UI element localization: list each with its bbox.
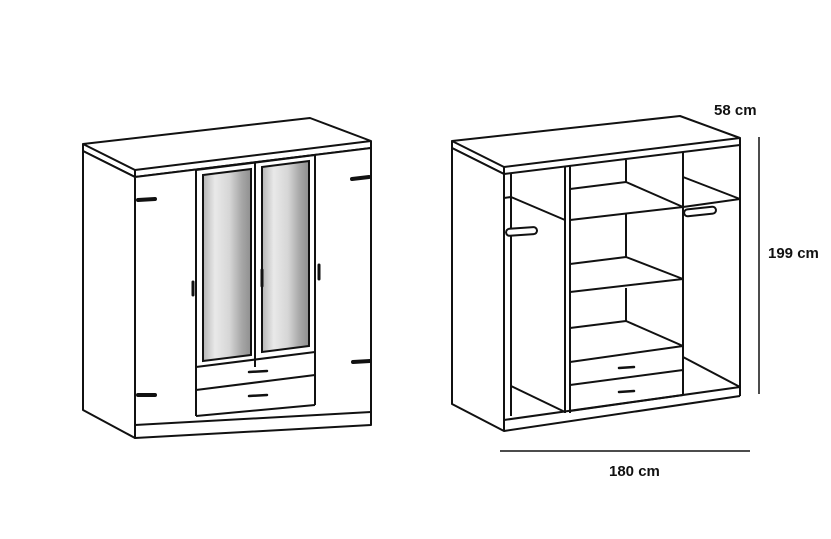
hinge-icon bbox=[350, 175, 371, 181]
drawer-handle-icon bbox=[617, 389, 636, 394]
drawer-handle-icon bbox=[247, 369, 269, 374]
hinge-icon bbox=[351, 359, 372, 364]
drawer-handle-icon bbox=[247, 393, 269, 398]
mirror-right bbox=[261, 159, 310, 354]
hanging-rail-left bbox=[505, 226, 539, 237]
hanging-rail-right bbox=[683, 205, 717, 218]
width-label: 180 cm bbox=[609, 463, 660, 480]
side-panel bbox=[82, 150, 136, 439]
closed-wardrobe bbox=[82, 117, 372, 439]
open-wardrobe bbox=[451, 115, 741, 432]
mirror-left bbox=[202, 167, 252, 363]
depth-label: 58 cm bbox=[714, 102, 757, 119]
hardware bbox=[136, 175, 372, 398]
drawer-divider bbox=[195, 374, 316, 391]
height-label: 199 cm bbox=[768, 245, 819, 262]
drawer-handle-icon bbox=[617, 365, 636, 370]
hinge-icon bbox=[136, 197, 157, 202]
